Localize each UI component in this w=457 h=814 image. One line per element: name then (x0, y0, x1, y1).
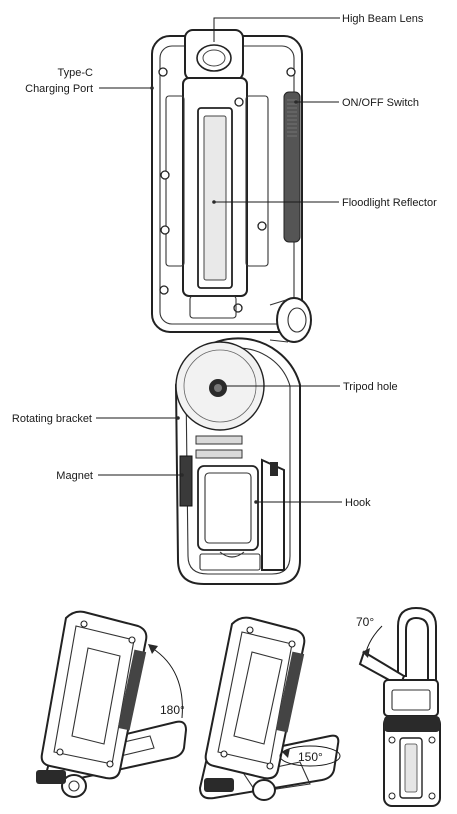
label-hook: Hook (345, 497, 371, 509)
hook-frame (197, 465, 259, 551)
label-type-c-line2: Charging Port (25, 83, 93, 95)
hinge-knob (276, 297, 312, 343)
label-type-c-line1: Type-C (58, 67, 94, 79)
callout-labels: High Beam Lens Type-C Charging Port ON/O… (12, 13, 437, 509)
label-rotating-bracket: Rotating bracket (12, 413, 92, 425)
callout-lines (96, 17, 342, 504)
label-high-beam-lens: High Beam Lens (342, 13, 424, 25)
rotate-150-illustration: 150° (198, 616, 341, 801)
arrow-180 (151, 647, 183, 719)
angle-180-label: 180° (160, 703, 185, 717)
angle-150-label: 150° (298, 750, 323, 764)
hook-70-illustration: 70° (356, 606, 441, 807)
fold-180-illustration: 180° (36, 610, 188, 798)
angle-70-label: 70° (356, 615, 374, 629)
side-grip (283, 91, 301, 243)
main-device (151, 29, 312, 585)
arrow-150 (279, 745, 341, 767)
label-magnet: Magnet (56, 470, 93, 482)
label-tripod-hole: Tripod hole (343, 381, 398, 393)
magnet-block (179, 455, 193, 507)
label-on-off-switch: ON/OFF Switch (342, 97, 419, 109)
arrow-70 (365, 625, 383, 653)
label-floodlight-reflector: Floodlight Reflector (342, 197, 437, 209)
high-beam-lens-glass (196, 44, 232, 72)
